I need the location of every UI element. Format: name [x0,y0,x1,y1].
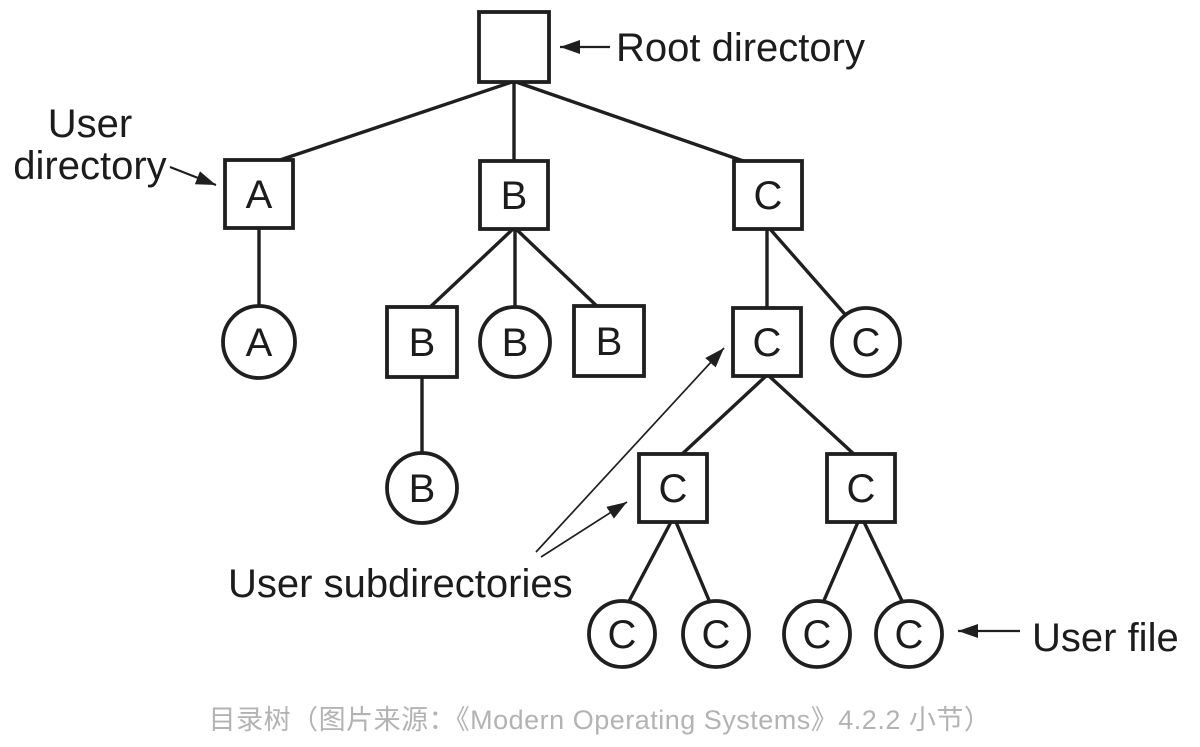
tree-edge [820,521,860,606]
node-box [477,10,551,84]
tree-edge [625,521,673,606]
node-circle [385,451,459,525]
annotation-arrow-user-subdirectories [535,347,725,553]
tree-edges-layer [257,80,906,606]
node-box [223,158,295,230]
annotation-user-file: User file [958,616,1179,660]
node-circle [782,599,852,669]
node-label: C [852,321,881,365]
file-node-C-file1: C [830,306,902,378]
annotation-arrow-user-directory [169,165,217,187]
file-node-C-file2: C [587,599,657,669]
directory-node-A: A [223,158,295,230]
node-label: B [502,321,529,365]
directory-node-B-sub1: B [385,305,459,379]
tree-edge [515,80,750,165]
file-node-C-file5: C [874,599,944,669]
directory-node-C: C [732,159,804,231]
annotation-text-root-directory: Root directory [616,26,865,70]
figure-caption: 目录树（图片来源：《Modern Operating Systems》4.2.2… [209,705,992,735]
annotation-text-user-directory: User [48,102,132,146]
node-label: C [659,467,688,511]
node-label: C [608,613,637,657]
annotation-text-user-file: User file [1032,616,1179,660]
directory-node-C-sub2: C [637,452,709,524]
file-node-C-file3: C [681,599,751,669]
file-node-B-file2: B [385,451,459,525]
node-label: A [246,321,273,365]
node-label: B [409,321,436,365]
node-label: B [596,320,623,364]
node-label: A [246,173,273,217]
node-label: B [501,174,528,218]
node-box [825,452,897,524]
directory-node-C-sub3: C [825,452,897,524]
directory-node-B: B [478,159,550,231]
annotation-text-user-subdirectories: User subdirectories [228,562,573,606]
tree-edge [270,80,513,165]
node-label: C [753,321,782,365]
node-label: C [847,467,876,511]
directory-node-B-sub2: B [572,304,646,378]
node-label: B [409,467,436,511]
node-circle [221,304,297,380]
annotation-root-directory: Root directory [560,26,865,70]
node-circle [587,599,657,669]
node-box [478,159,550,231]
node-box [385,305,459,379]
tree-nodes-layer: A B C A B B B C C B C C C C C C [221,10,944,669]
node-circle [478,305,552,379]
tree-edge [678,374,768,458]
annotation-arrow-user-subdirectories [540,501,628,558]
node-label: C [754,174,783,218]
node-box [637,452,709,524]
annotation-user-subdirectories: User subdirectories [228,347,725,606]
node-label: C [702,613,731,657]
file-node-C-file4: C [782,599,852,669]
node-box [732,159,804,231]
file-node-B-file1: B [478,305,552,379]
node-label: C [895,613,924,657]
tree-edge [674,521,713,606]
tree-edge [767,374,858,458]
directory-node-C-sub1: C [731,306,803,378]
tree-edge [514,227,603,312]
tree-edge [425,227,515,312]
node-circle [874,599,944,669]
node-label: C [803,613,832,657]
node-box [731,306,803,378]
tree-edge [768,227,852,322]
file-node-A-file: A [221,304,297,380]
annotation-text-user-directory: directory [13,144,166,188]
node-circle [681,599,751,669]
directory-node-root [477,10,551,84]
node-box [572,304,646,378]
node-circle [830,306,902,378]
tree-edge [862,521,906,606]
